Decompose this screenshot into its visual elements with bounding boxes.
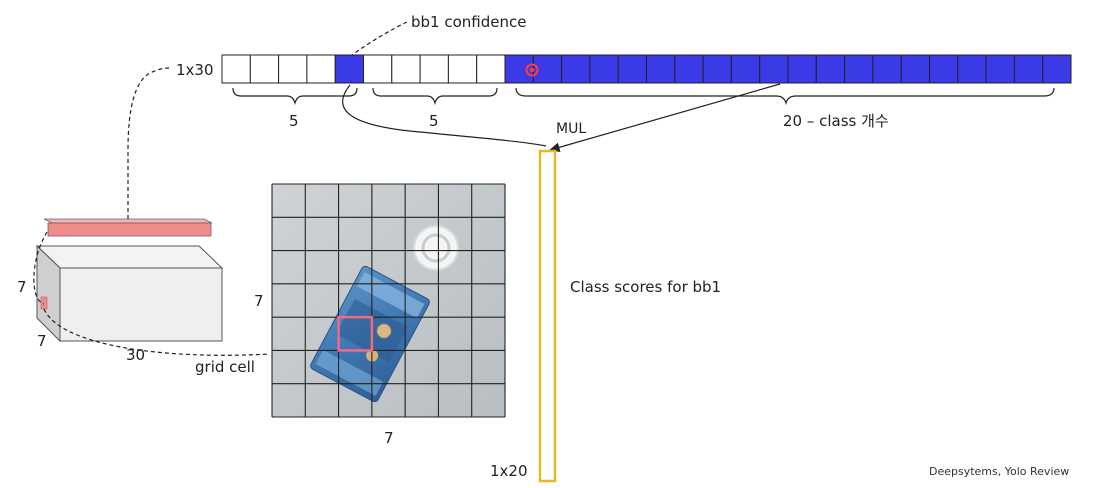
- brace-bbox2-label: 5: [429, 112, 439, 130]
- brace-classes-label: 20 – class 개수: [783, 112, 889, 130]
- grid-cols-label: 7: [384, 429, 394, 447]
- vector-cell: [279, 55, 307, 83]
- input-image: [272, 184, 505, 417]
- bag-logo-mark: [377, 324, 391, 338]
- vector-cell: [250, 55, 278, 83]
- credit-text: Deepsytems, Yolo Review: [929, 465, 1069, 478]
- vector-cell: [618, 55, 646, 83]
- vector-cell: [986, 55, 1014, 83]
- vector-cell: [816, 55, 844, 83]
- vector-cell: [590, 55, 618, 83]
- vector-size-label: 1x30: [176, 61, 214, 79]
- vector-cell: [420, 55, 448, 83]
- brace-classes: [516, 88, 1054, 103]
- mul-label: MUL: [556, 121, 586, 137]
- class-scores-bar: [540, 151, 555, 481]
- grid-rows-label: 7: [254, 292, 264, 310]
- vector-cell: [845, 55, 873, 83]
- tensor-highlight-cell: [41, 297, 47, 309]
- vector-cell: [448, 55, 476, 83]
- vector-cell: [958, 55, 986, 83]
- vector-cell: [675, 55, 703, 83]
- tensor-top-face: [37, 246, 222, 268]
- output-vector: [222, 55, 1071, 83]
- cursor-dot: [530, 68, 534, 72]
- vector-cell: [307, 55, 335, 83]
- confidence-to-mul-curve: [343, 85, 546, 146]
- vector-cell: [731, 55, 759, 83]
- tensor-front-face: [60, 268, 222, 341]
- grid-cell-label: grid cell: [195, 358, 255, 376]
- vector-cell: [562, 55, 590, 83]
- vector-cell: [703, 55, 731, 83]
- brace-bbox1: [233, 88, 357, 103]
- vector-cell: [930, 55, 958, 83]
- brace-bbox2: [373, 88, 497, 103]
- cell-vector-top: [44, 219, 212, 223]
- cell-vector-slab: [48, 223, 211, 236]
- tensor-depth-label: 30: [126, 346, 145, 364]
- vector-cell: [873, 55, 901, 83]
- vector-cell: [364, 55, 392, 83]
- vector-link-dashed: [128, 68, 170, 219]
- brace-bbox1-label: 5: [289, 112, 299, 130]
- lid-object: [414, 226, 458, 270]
- vector-cell: [1043, 55, 1071, 83]
- bb1-confidence-label: bb1 confidence: [411, 13, 526, 31]
- vector-cell: [335, 55, 363, 83]
- score-vector-size-label: 1x20: [490, 462, 528, 480]
- vector-cell: [901, 55, 929, 83]
- vector-cell: [1014, 55, 1042, 83]
- vector-cell: [505, 55, 533, 83]
- vector-cell: [760, 55, 788, 83]
- vector-cell: [477, 55, 505, 83]
- bb1-confidence-leader: [352, 22, 407, 55]
- vector-cell: [392, 55, 420, 83]
- class-scores-label: Class scores for bb1: [570, 278, 721, 296]
- vector-cell: [788, 55, 816, 83]
- tensor-height-label: 7: [17, 278, 27, 296]
- tensor-width-label: 7: [37, 332, 47, 350]
- vector-cell: [222, 55, 250, 83]
- vector-cell: [647, 55, 675, 83]
- class-to-mul-arrow: [550, 84, 780, 150]
